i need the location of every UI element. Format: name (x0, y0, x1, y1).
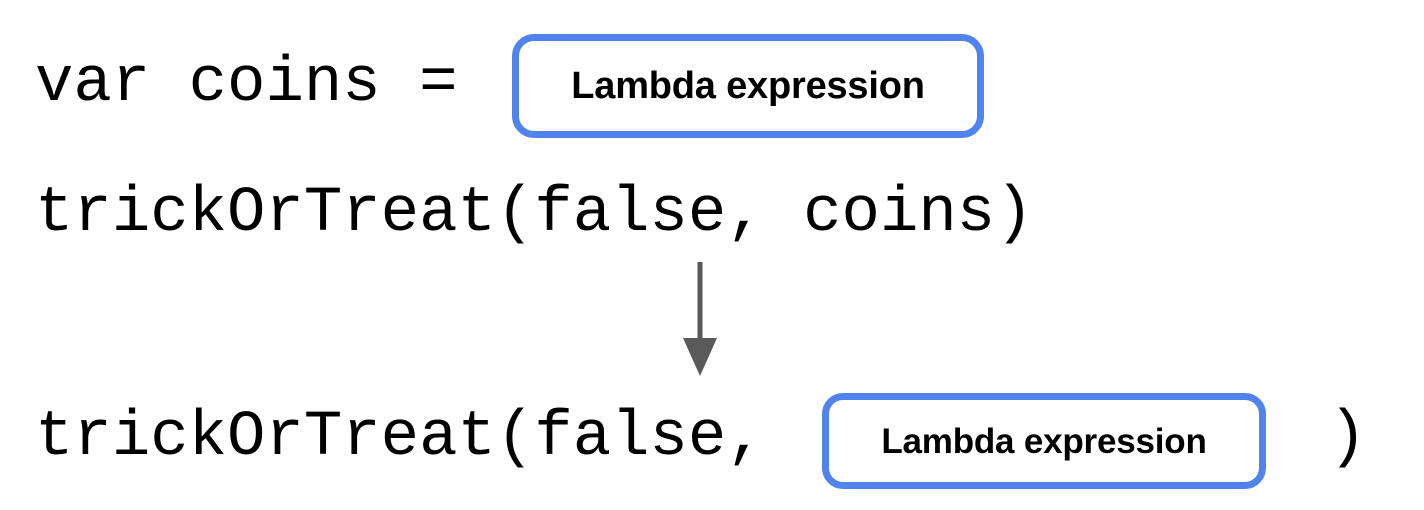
lambda-expression-chip-assignment[interactable]: Lambda expression (512, 34, 984, 138)
code-fragment-call-prefix: trickOrTreat(false, (35, 402, 804, 474)
code-line-call-with-inline-lambda: trickOrTreat(false, (35, 406, 803, 470)
lambda-expression-chip-inline[interactable]: Lambda expression (822, 393, 1266, 489)
code-line-call-with-variable: trickOrTreat(false, coins) (35, 178, 1034, 250)
lambda-expression-chip-label: Lambda expression (881, 421, 1207, 461)
code-fragment-call-suffix: ) (1290, 402, 1367, 474)
downward-arrow-icon (683, 262, 717, 376)
lambda-expression-chip-label: Lambda expression (571, 65, 925, 107)
code-line-assignment: var coins = (35, 48, 496, 120)
